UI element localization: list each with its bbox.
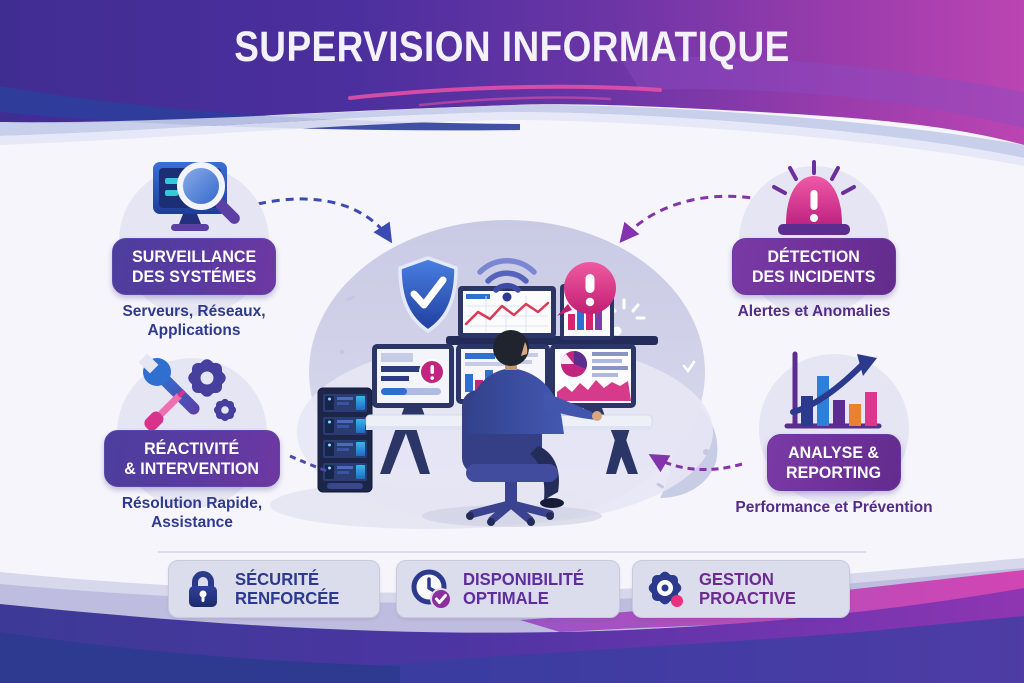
server-rack xyxy=(317,387,373,493)
badge-line1: DÉTECTION xyxy=(767,247,861,266)
pill-disponibilite: DISPONIBILITÉ OPTIMALE xyxy=(396,560,620,618)
alert-bubble-icon xyxy=(557,262,616,316)
surveillance-badge: SURVEILLANCE DES SYSTÉMES xyxy=(111,238,277,296)
node-reactivite: RÉACTIVITÉ & INTERVENTION Résolution Rap… xyxy=(84,352,300,533)
reactivite-subtitle: Résolution Rapide, Assistance xyxy=(121,495,263,532)
pill-label: DISPONIBILITÉ OPTIMALE xyxy=(463,568,585,608)
detection-badge: DÉTECTION DES INCIDENTS xyxy=(732,238,896,296)
analyse-badge: ANALYSE & REPORTING xyxy=(767,434,901,492)
reactivite-badge: RÉACTIVITÉ & INTERVENTION xyxy=(104,430,280,488)
shield-check-icon xyxy=(398,256,458,334)
top-monitors xyxy=(446,284,658,345)
monitor-magnifier-icon xyxy=(153,162,240,231)
node-surveillance: SURVEILLANCE DES SYSTÉMES Serveurs, Rése… xyxy=(86,160,302,341)
node-detection: DÉTECTION DES INCIDENTS Alertes et Anoma… xyxy=(706,160,922,321)
desk-monitors xyxy=(372,344,636,424)
header-banner: SUPERVISION INFORMATIQUE xyxy=(0,0,1024,94)
page-title: SUPERVISION INFORMATIQUE xyxy=(234,22,790,71)
operator-person xyxy=(422,330,602,527)
badge-line2: DES INCIDENTS xyxy=(752,266,876,286)
pill-securite: SÉCURITÉ RENFORCÉE xyxy=(168,560,380,618)
surveillance-subtitle: Serveurs, Réseaux, Applications xyxy=(122,303,266,340)
badge-line1: SURVEILLANCE xyxy=(131,247,256,266)
badge-line2: & INTERVENTION xyxy=(124,458,260,478)
badge-line1: ANALYSE & xyxy=(788,443,880,462)
clock-check-icon xyxy=(411,569,452,610)
pill-label: GESTION PROACTIVE xyxy=(699,568,797,608)
analyse-subtitle: Performance et Prévention xyxy=(735,499,933,517)
badge-line1: RÉACTIVITÉ xyxy=(144,439,240,458)
connector-arrows xyxy=(257,194,765,474)
section-divider xyxy=(158,551,866,553)
wifi-icon xyxy=(477,257,537,302)
sparkle-decorations xyxy=(339,295,709,489)
badge-line2: DES SYSTÉMES xyxy=(131,266,257,286)
node-analyse: ANALYSE & REPORTING Performance et Préve… xyxy=(718,348,950,517)
detection-subtitle: Alertes et Anomalies xyxy=(737,303,891,321)
center-blob xyxy=(270,220,718,529)
desk xyxy=(365,410,653,474)
pill-label: SÉCURITÉ RENFORCÉE xyxy=(235,568,340,608)
gear-icon xyxy=(648,571,683,607)
lock-icon xyxy=(189,571,217,607)
alarm-siren-icon xyxy=(772,160,856,235)
wrench-gears-icon xyxy=(138,353,237,431)
pill-gestion: GESTION PROACTIVE xyxy=(632,560,850,618)
badge-line2: REPORTING xyxy=(786,462,882,482)
bar-chart-growth-icon xyxy=(784,351,882,429)
